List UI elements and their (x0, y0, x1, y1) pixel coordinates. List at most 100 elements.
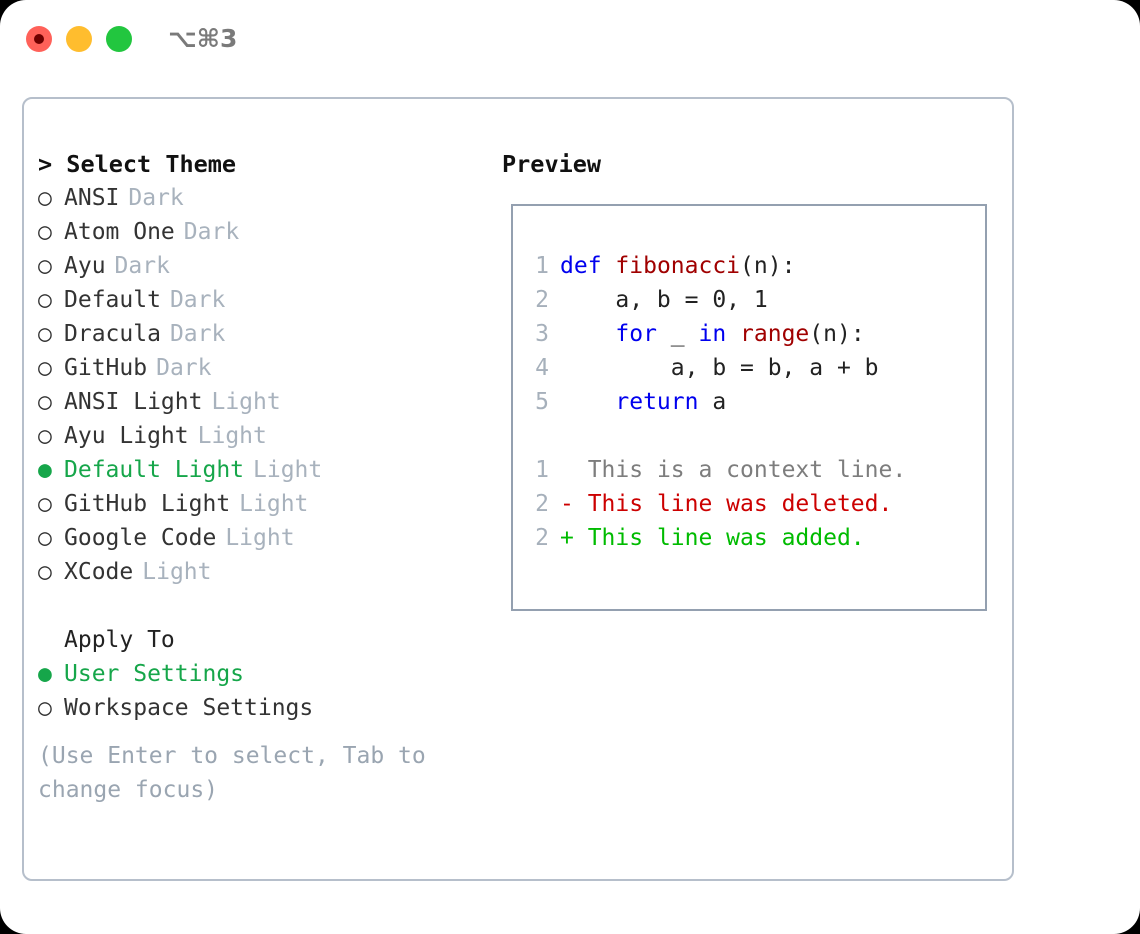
theme-list-item[interactable]: ○ Atom One Dark (38, 215, 498, 249)
theme-variant-tag: Light (197, 423, 267, 449)
theme-name-label: Default Light (64, 457, 245, 483)
keyboard-shortcut-label: ⌥⌘3 (168, 24, 238, 53)
diff-text: This line was added. (573, 525, 865, 551)
theme-name-label: Atom One (64, 219, 175, 245)
diff-sample: 1 This is a context line.2- This line wa… (523, 453, 983, 555)
radio-unselected-icon[interactable]: ○ (38, 219, 52, 245)
diff-text: This is a context line. (573, 457, 907, 483)
radio-unselected-icon[interactable]: ○ (38, 355, 52, 381)
theme-variant-tag: Light (225, 525, 295, 551)
theme-name-label: Default (64, 287, 161, 313)
theme-list-item[interactable]: ○ ANSI Dark (38, 181, 498, 215)
theme-name-label: Dracula (64, 321, 161, 347)
radio-unselected-icon[interactable]: ○ (38, 525, 52, 551)
theme-name-label: GitHub Light (64, 491, 231, 517)
select-theme-header: > Select Theme (38, 150, 237, 178)
code-line-number: 1 (535, 253, 549, 279)
code-token (560, 389, 615, 415)
diff-marker (560, 457, 574, 483)
window-titlebar: ⌥⌘3 (0, 0, 1140, 78)
code-token: in (698, 321, 727, 347)
theme-variant-tag: Dark (183, 219, 240, 245)
diff-text: This line was deleted. (573, 491, 893, 517)
diff-line: 2 + This line was added. (523, 521, 983, 555)
code-token: fibonacci (615, 253, 741, 279)
radio-unselected-icon[interactable]: ○ (38, 253, 52, 279)
code-token: (n): (809, 321, 865, 347)
theme-variant-tag: Dark (128, 185, 184, 211)
code-token: (n): (740, 253, 796, 279)
diff-marker: - (560, 491, 574, 517)
maximize-window-icon[interactable] (106, 26, 132, 52)
code-token: a, b = b, a + b (560, 355, 879, 381)
theme-list-item[interactable]: ○ Ayu Light Light (38, 419, 498, 453)
diff-line-number: 1 (535, 457, 549, 483)
apply-to-label: Workspace Settings (64, 695, 314, 721)
code-token: _ (656, 321, 699, 347)
code-line: 3 for _ in range(n): (523, 317, 983, 351)
diff-line: 2- This line was deleted. (523, 487, 983, 521)
theme-variant-tag: Dark (169, 287, 226, 313)
code-line: 2 a, b = 0, 1 (523, 283, 983, 317)
preview-title: Preview (502, 150, 602, 178)
radio-unselected-icon[interactable]: ○ (38, 559, 52, 585)
theme-list-item[interactable]: ○ Dracula Dark (38, 317, 498, 351)
theme-variant-tag: Light (239, 491, 309, 517)
theme-list-item[interactable]: ○ Google Code Light (38, 521, 498, 555)
keyboard-hint-text: (Use Enter to select, Tab to change focu… (38, 743, 426, 803)
theme-list-item[interactable]: ○ XCode Light (38, 555, 498, 589)
apply-to-header-label: Apply To (64, 627, 175, 653)
diff-line-number: 2 (535, 525, 549, 551)
theme-name-label: XCode (64, 559, 134, 585)
radio-unselected-icon[interactable]: ○ (38, 491, 52, 517)
theme-variant-tag: Light (142, 559, 212, 585)
radio-unselected-icon[interactable]: ○ (38, 321, 52, 347)
code-token (602, 253, 616, 279)
theme-name-label: ANSI (64, 185, 120, 211)
code-token: return (615, 389, 699, 415)
code-line: 5 return a (523, 385, 983, 419)
code-token: range (740, 321, 810, 347)
theme-name-label: Google Code (64, 525, 217, 551)
diff-line: 1 This is a context line. (523, 453, 983, 487)
theme-variant-tag: Light (253, 457, 323, 483)
diff-marker: + (560, 525, 574, 551)
radio-unselected-icon[interactable]: ○ (38, 287, 52, 313)
close-window-icon[interactable] (26, 26, 52, 52)
code-token: for (615, 321, 657, 347)
code-token (560, 321, 615, 347)
apply-to-list[interactable]: ● User Settings ○ Workspace Settings (38, 657, 498, 725)
radio-unselected-icon[interactable]: ○ (38, 389, 52, 415)
minimize-window-icon[interactable] (66, 26, 92, 52)
radio-selected-icon[interactable]: ● (38, 457, 52, 483)
code-line-number: 4 (535, 355, 549, 381)
code-line: 4 a, b = b, a + b (523, 351, 983, 385)
theme-list-item[interactable]: ● Default Light Light (38, 453, 498, 487)
apply-to-label: User Settings (64, 661, 245, 687)
theme-list-item[interactable]: ○ Default Dark (38, 283, 498, 317)
theme-variant-tag: Dark (169, 321, 226, 347)
theme-name-label: Ayu Light (64, 423, 189, 449)
theme-variant-tag: Dark (114, 253, 170, 279)
radio-unselected-icon[interactable]: ○ (38, 185, 52, 211)
radio-selected-icon[interactable]: ● (38, 661, 52, 687)
code-token: a (698, 389, 727, 415)
code-token: def (560, 253, 602, 279)
code-line: 1 def fibonacci(n): (523, 249, 983, 283)
apply-to-item[interactable]: ○ Workspace Settings (38, 691, 498, 725)
radio-unselected-icon[interactable]: ○ (38, 695, 52, 721)
apply-to-item[interactable]: ● User Settings (38, 657, 498, 691)
radio-unselected-icon[interactable]: ○ (38, 423, 52, 449)
theme-variant-tag: Light (211, 389, 281, 415)
theme-list-item[interactable]: ○ GitHub Light Light (38, 487, 498, 521)
